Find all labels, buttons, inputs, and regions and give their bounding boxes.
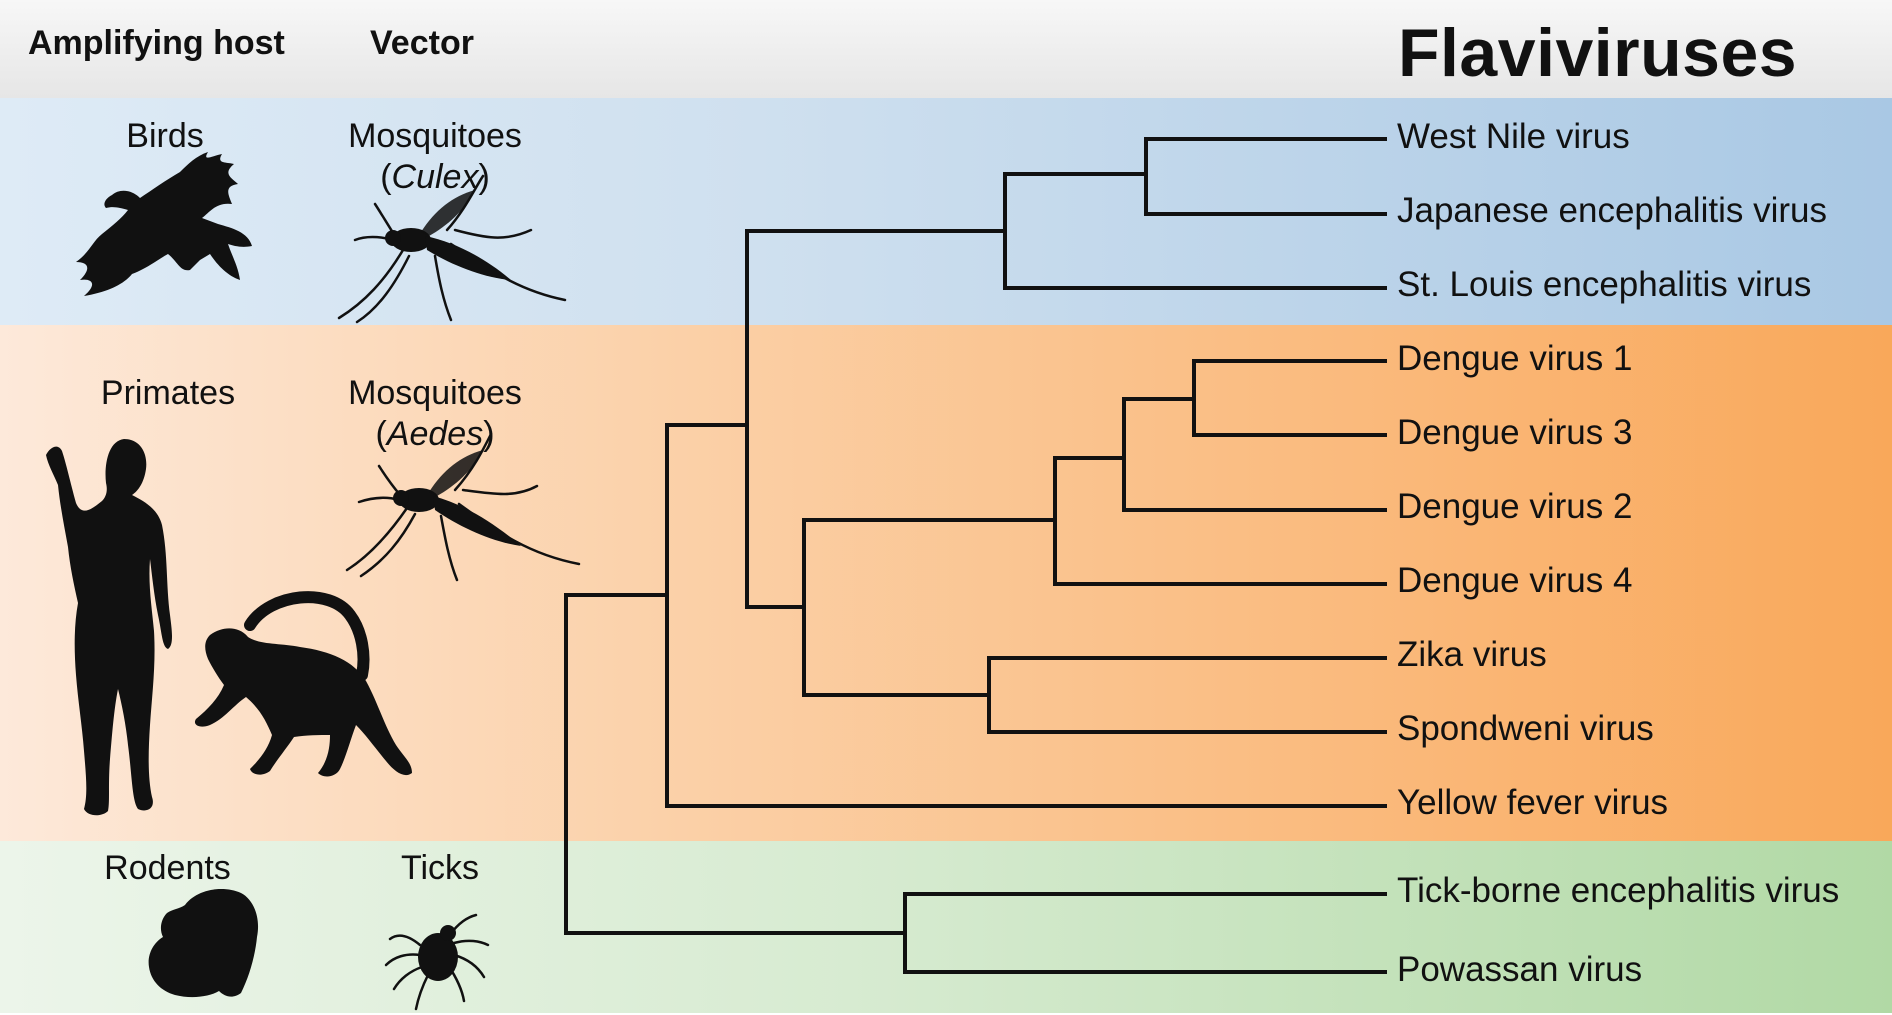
tree-branch bbox=[564, 593, 907, 935]
rodent-tick-group-band bbox=[0, 841, 1892, 1013]
host-label-rodents: Rodents bbox=[104, 849, 231, 887]
aedes-mosquito-icon bbox=[345, 432, 581, 582]
tree-branch bbox=[802, 518, 1057, 697]
genus-name: Culex bbox=[391, 158, 479, 196]
vector-label-mosquitoes-2: Mosquitoes bbox=[348, 374, 522, 412]
tree-branch bbox=[1192, 359, 1387, 437]
virus-label: Yellow fever virus bbox=[1397, 783, 1669, 822]
host-label-primates: Primates bbox=[100, 374, 236, 412]
virus-label: Zika virus bbox=[1397, 635, 1547, 674]
vector-genus-aedes: (Aedes) bbox=[375, 415, 495, 453]
tick-icon bbox=[384, 913, 490, 1011]
virus-label: Dengue virus 3 bbox=[1397, 413, 1633, 452]
vector-column-header: Vector bbox=[370, 24, 474, 62]
primate-mosquito-group-band bbox=[0, 325, 1892, 841]
tree-branch bbox=[1122, 397, 1387, 512]
page-title: Flaviviruses bbox=[1398, 15, 1798, 91]
vector-label-ticks: Ticks bbox=[400, 849, 480, 887]
virus-label: Dengue virus 4 bbox=[1397, 561, 1633, 600]
rodent-icon bbox=[148, 889, 259, 998]
bird-icon bbox=[76, 152, 252, 296]
virus-label: Spondweni virus bbox=[1397, 709, 1654, 748]
virus-label: Tick-borne encephalitis virus bbox=[1397, 871, 1840, 910]
culex-mosquito-icon bbox=[337, 174, 567, 324]
tree-branch bbox=[1144, 137, 1387, 216]
vector-label-mosquitoes-1: Mosquitoes bbox=[348, 117, 522, 155]
tree-branch bbox=[903, 892, 1387, 974]
tree-branch bbox=[665, 423, 1387, 808]
human-icon bbox=[46, 439, 172, 816]
monkey-icon bbox=[194, 591, 412, 777]
virus-label: Powassan virus bbox=[1397, 950, 1643, 989]
tree-branch bbox=[1003, 172, 1387, 290]
bird-mosquito-group-band bbox=[0, 98, 1892, 325]
tree-branch bbox=[745, 229, 1007, 609]
tree-branch bbox=[987, 656, 1387, 734]
virus-label: Dengue virus 2 bbox=[1397, 487, 1633, 526]
vector-genus-culex: (Culex) bbox=[380, 158, 490, 196]
host-column-header: Amplifying host bbox=[28, 24, 285, 62]
tree-branch bbox=[1053, 456, 1387, 586]
header-band bbox=[0, 0, 1892, 98]
genus-name: Aedes bbox=[386, 415, 484, 453]
virus-label: Japanese encephalitis virus bbox=[1397, 191, 1827, 230]
virus-label: Dengue virus 1 bbox=[1397, 339, 1633, 378]
virus-label: West Nile virus bbox=[1397, 117, 1630, 156]
host-label-birds: Birds bbox=[126, 117, 204, 155]
virus-label: St. Louis encephalitis virus bbox=[1397, 265, 1812, 304]
